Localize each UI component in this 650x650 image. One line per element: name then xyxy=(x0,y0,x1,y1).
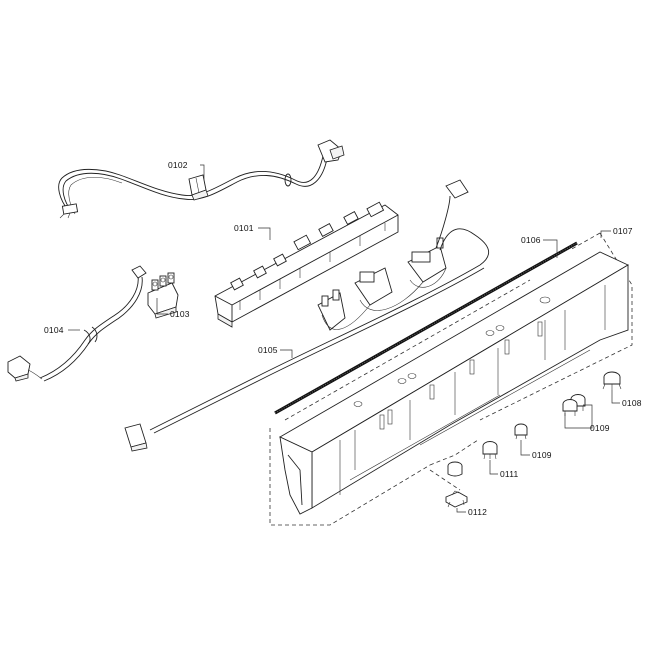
switch-block-0103 xyxy=(147,272,179,319)
control-module-0101 xyxy=(214,201,399,328)
part-label-0107: 0107 xyxy=(613,226,633,236)
push-button-0108 xyxy=(602,371,622,390)
control-panel-0107 xyxy=(269,232,633,526)
part-label-0112: 0112 xyxy=(468,507,487,517)
leader-lines xyxy=(68,164,620,513)
part-label-0106: 0106 xyxy=(521,235,541,245)
part-label-0101: 0101 xyxy=(234,223,254,233)
button-clip-0112 xyxy=(445,490,468,508)
wire-harness-0104 xyxy=(7,265,147,382)
part-label-0105: 0105 xyxy=(258,345,278,355)
wiring-harness-0102 xyxy=(58,139,345,219)
seal-strip-0106 xyxy=(274,241,578,415)
push-button-0111 xyxy=(482,441,498,460)
part-label-0103: 0103 xyxy=(170,309,190,319)
ribbon-cable-0105 xyxy=(124,179,489,452)
part-label-0111: 0111 xyxy=(500,469,519,479)
double-push-button-0109a xyxy=(562,394,586,416)
part-label-0108: 0108 xyxy=(622,398,642,408)
connector-plug-0102-right xyxy=(317,139,345,163)
part-label-0104: 0104 xyxy=(44,325,64,335)
part-label-0109b: 0109 xyxy=(532,450,552,460)
connector-block-0102 xyxy=(188,174,209,201)
terminal-plug-0104 xyxy=(7,355,43,382)
part-labels: 0102 0101 0103 0104 0105 0106 0107 0108 … xyxy=(44,160,642,517)
button-cap xyxy=(447,461,463,477)
push-button-0109b xyxy=(514,423,528,440)
part-label-0102: 0102 xyxy=(168,160,188,170)
part-label-0109a: 0109 xyxy=(590,423,610,433)
